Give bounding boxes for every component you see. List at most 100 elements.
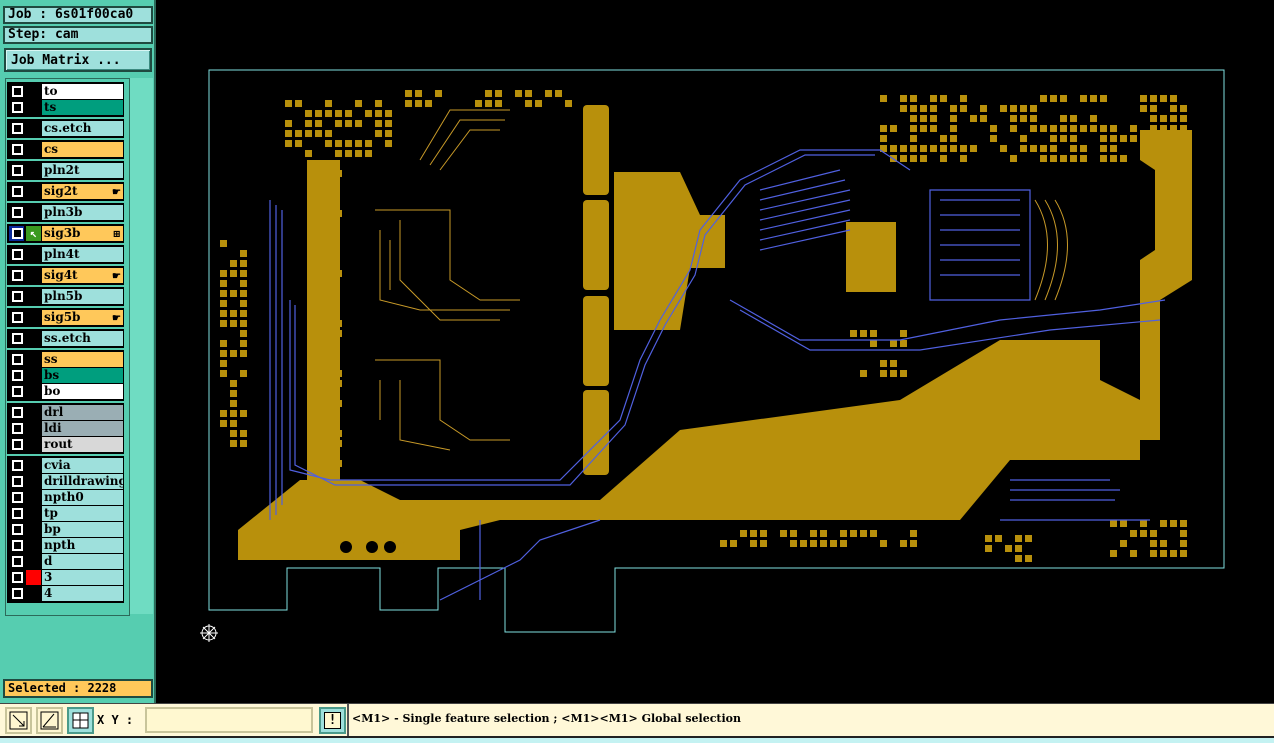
- layer-name: drilldrawing: [42, 474, 123, 489]
- layer-label: 4: [44, 586, 53, 600]
- layer-checkbox[interactable]: [12, 102, 23, 113]
- layer-checkbox[interactable]: [12, 508, 23, 519]
- pad: [315, 440, 322, 447]
- layer-row-sig2t[interactable]: sig2t☛: [9, 184, 123, 199]
- layer-checkbox[interactable]: [12, 492, 23, 503]
- layer-row-pln4t[interactable]: pln4t: [9, 247, 123, 262]
- pad: [920, 155, 927, 162]
- layer-row-4[interactable]: 4: [9, 586, 123, 601]
- pad: [870, 530, 877, 537]
- layer-row-bp[interactable]: bp: [9, 522, 123, 537]
- pad: [315, 400, 322, 407]
- pad: [230, 440, 237, 447]
- layer-row-3[interactable]: 3: [9, 570, 123, 585]
- layer-checkbox[interactable]: [12, 249, 23, 260]
- layer-checkbox[interactable]: [12, 333, 23, 344]
- layer-checkbox[interactable]: [12, 588, 23, 599]
- layer-checkbox[interactable]: [12, 572, 23, 583]
- layer-row-drl[interactable]: drl: [9, 405, 123, 420]
- layer-row-d[interactable]: d: [9, 554, 123, 569]
- layer-checkbox[interactable]: [12, 524, 23, 535]
- layer-row-cs[interactable]: cs: [9, 142, 123, 157]
- layer-checkbox[interactable]: [12, 476, 23, 487]
- layer-row-sig3b[interactable]: ↖sig3b⊞: [9, 226, 123, 241]
- layer-label: pln3b: [44, 205, 83, 219]
- layer-row-bs[interactable]: bs: [9, 368, 123, 383]
- warning-button[interactable]: !: [319, 707, 346, 734]
- layer-row-npth0[interactable]: npth0: [9, 490, 123, 505]
- layer-name: ts: [42, 100, 123, 115]
- layer-checkbox[interactable]: [12, 386, 23, 397]
- pad: [950, 115, 957, 122]
- status-message: <M1> - Single feature selection ; <M1><M…: [352, 712, 742, 725]
- layer-row-pln3b[interactable]: pln3b: [9, 205, 123, 220]
- layer-row-npth[interactable]: npth: [9, 538, 123, 553]
- pad: [325, 250, 332, 257]
- job-matrix-button[interactable]: Job Matrix ...: [4, 48, 152, 72]
- pad: [900, 330, 907, 337]
- pad: [325, 140, 332, 147]
- pad: [525, 90, 532, 97]
- layer-checkbox[interactable]: [12, 439, 23, 450]
- layer-row-pln2t[interactable]: pln2t: [9, 163, 123, 178]
- layer-row-ts[interactable]: ts: [9, 100, 123, 115]
- pad: [315, 120, 322, 127]
- layer-checkbox[interactable]: [12, 186, 23, 197]
- layer-row-ss[interactable]: ss: [9, 352, 123, 367]
- layer-row-to[interactable]: to: [9, 84, 123, 99]
- layer-name: tp: [42, 506, 123, 521]
- layer-row-ss.etch[interactable]: ss.etch: [9, 331, 123, 346]
- copper-areas: [238, 105, 1192, 560]
- pad: [890, 360, 897, 367]
- measure-button[interactable]: [36, 707, 63, 734]
- layer-checkbox[interactable]: [12, 86, 23, 97]
- pad: [960, 95, 967, 102]
- pad: [1150, 530, 1157, 537]
- graphic-canvas[interactable]: [157, 0, 1274, 703]
- layer-list-scrollbar[interactable]: [129, 78, 153, 614]
- layer-row-cvia[interactable]: cvia: [9, 458, 123, 473]
- pad: [1120, 135, 1127, 142]
- layer-checkbox[interactable]: [12, 270, 23, 281]
- layer-row-pln5b[interactable]: pln5b: [9, 289, 123, 304]
- pad: [1180, 105, 1187, 112]
- layer-checkbox[interactable]: [12, 370, 23, 381]
- layer-checkbox[interactable]: [12, 207, 23, 218]
- layer-checkbox[interactable]: [12, 228, 23, 239]
- layer-row-drilldrawing[interactable]: drilldrawing: [9, 474, 123, 489]
- layer-checkbox[interactable]: [12, 540, 23, 551]
- pad: [900, 370, 907, 377]
- layer-row-cs.etch[interactable]: cs.etch: [9, 121, 123, 136]
- layer-checkbox[interactable]: [12, 312, 23, 323]
- pad: [220, 370, 227, 377]
- pad: [220, 360, 227, 367]
- layer-checkbox[interactable]: [12, 165, 23, 176]
- pad: [385, 130, 392, 137]
- pad: [495, 100, 502, 107]
- layer-checkbox[interactable]: [12, 423, 23, 434]
- layer-checkbox[interactable]: [12, 144, 23, 155]
- pad: [800, 540, 807, 547]
- layer-checkbox[interactable]: [12, 354, 23, 365]
- layer-row-sig5b[interactable]: sig5b☛: [9, 310, 123, 325]
- layer-row-ldi[interactable]: ldi: [9, 421, 123, 436]
- xy-input[interactable]: [145, 707, 313, 733]
- layer-name: sig5b☛: [42, 310, 123, 325]
- origin-icon: [200, 624, 218, 642]
- layer-checkbox[interactable]: [12, 123, 23, 134]
- pad: [1180, 125, 1187, 132]
- layer-checkbox[interactable]: [12, 291, 23, 302]
- layer-row-bo[interactable]: bo: [9, 384, 123, 399]
- layer-checkbox[interactable]: [12, 460, 23, 471]
- pad: [900, 145, 907, 152]
- layer-row-sig4t[interactable]: sig4t☛: [9, 268, 123, 283]
- zoom-extent-button[interactable]: [5, 707, 32, 734]
- layer-checkbox[interactable]: [12, 556, 23, 567]
- pad: [325, 260, 332, 267]
- layer-checkbox[interactable]: [12, 407, 23, 418]
- pad: [385, 110, 392, 117]
- grid-button[interactable]: [67, 707, 94, 734]
- layer-row-tp[interactable]: tp: [9, 506, 123, 521]
- step-name: Step: cam: [3, 26, 153, 44]
- layer-row-rout[interactable]: rout: [9, 437, 123, 452]
